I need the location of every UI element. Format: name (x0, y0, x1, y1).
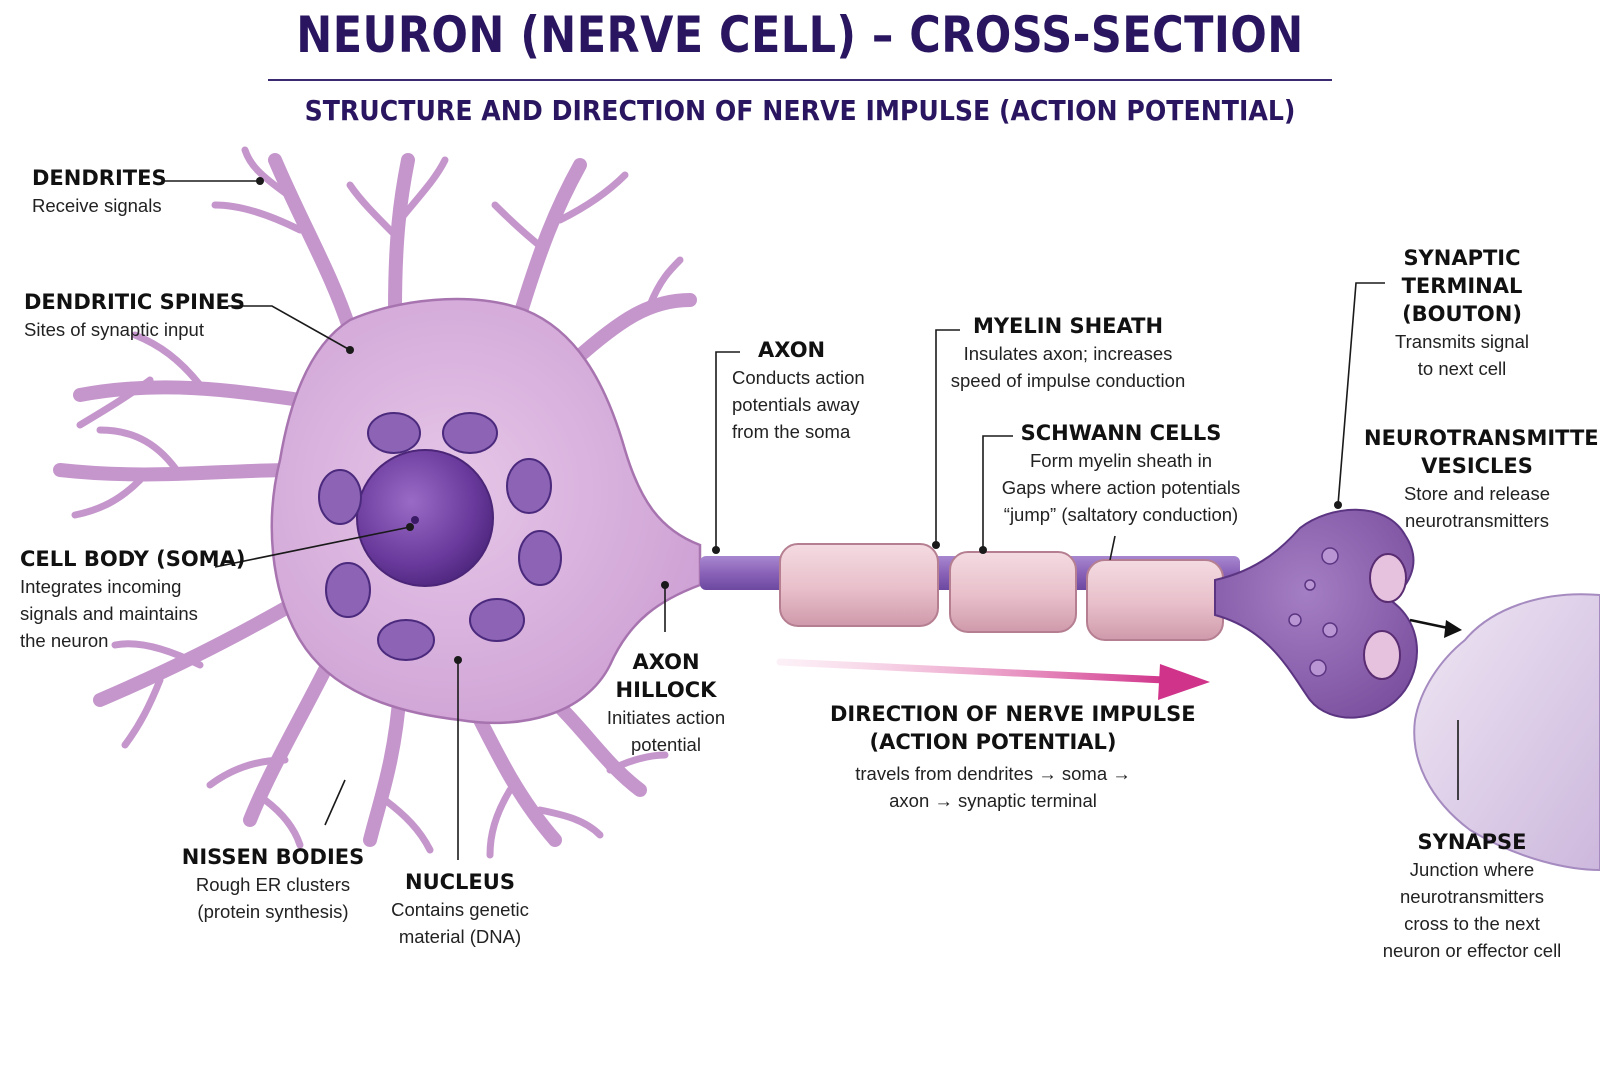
dendritic-spines-desc: Sites of synaptic input (24, 319, 204, 340)
schwann-cells-desc-1: Form myelin sheath in (1030, 450, 1212, 471)
synaptic-terminal-title-1: SYNAPTIC (1403, 246, 1521, 270)
axon-desc-1: Conducts action (732, 367, 865, 388)
label-schwann-cells: SCHWANN CELLS Form myelin sheath in Gaps… (996, 419, 1246, 528)
impulse-direction-title-2: (ACTION POTENTIAL) (869, 730, 1117, 754)
label-cell-body: CELL BODY (SOMA) Integrates incoming sig… (20, 545, 245, 654)
cell-body-title: CELL BODY (SOMA) (20, 547, 246, 571)
impulse-direction-arrow (776, 658, 1210, 700)
nucleus-desc-1: Contains genetic (391, 899, 529, 920)
dendritic-spines-title: DENDRITIC SPINES (24, 290, 246, 314)
myelin-sheath (779, 543, 1224, 641)
myelin-sheath-desc-2: speed of impulse conduction (950, 370, 1186, 391)
cell-body-desc-2: signals and maintains (20, 603, 198, 624)
impulse-direction-desc-1: travels from dendrites → soma → (855, 763, 1131, 784)
axon-desc-2: potentials away (732, 394, 860, 415)
synaptic-terminal-desc-1: Transmits signal (1395, 331, 1529, 352)
axon-desc-3: from the soma (732, 421, 851, 442)
label-vesicles: NEUROTRANSMITTER VESICLES Store and rele… (1364, 424, 1600, 534)
impulse-direction-desc-2: axon → synaptic terminal (889, 790, 1097, 811)
page-subtitle: STRUCTURE AND DIRECTION OF NERVE IMPULSE… (304, 94, 1296, 127)
label-dendritic-spines: DENDRITIC SPINES Sites of synaptic input (24, 288, 245, 343)
synaptic-terminal-title-3: (BOUTON) (1402, 302, 1522, 326)
impulse-direction-title-1: DIRECTION OF NERVE IMPULSE (830, 702, 1196, 726)
leader-lines (165, 180, 1459, 860)
schwann-cells-desc-2: Gaps where action potentials (1001, 477, 1241, 498)
label-dendrites: DENDRITES Receive signals (32, 164, 167, 219)
nucleus-title: NUCLEUS (405, 870, 515, 894)
vesicles-title-2: VESICLES (1421, 454, 1533, 478)
label-nissl-bodies: NISSEN BODIES Rough ER clusters (protein… (178, 843, 368, 925)
label-axon: AXON Conducts action potentials away fro… (732, 336, 865, 445)
label-nucleus: NUCLEUS Contains genetic material (DNA) (380, 868, 540, 950)
axon-hillock-desc-1: Initiates action (606, 707, 726, 728)
cell-body-desc-3: the neuron (20, 630, 109, 651)
nissl-bodies-title: NISSEN BODIES (181, 845, 365, 869)
title-divider (268, 79, 1332, 81)
label-synapse: SYNAPSE Junction where neurotransmitters… (1362, 828, 1582, 964)
schwann-cells-title: SCHWANN CELLS (1020, 421, 1222, 445)
leader-dots (256, 177, 1342, 664)
synaptic-terminal (1214, 508, 1418, 719)
nissl-bodies (318, 412, 562, 661)
synapse-desc-2: neurotransmitters (1400, 886, 1544, 907)
myelin-sheath-title: MYELIN SHEATH (972, 314, 1164, 338)
synapse-arrow (1409, 618, 1462, 638)
synapse-title: SYNAPSE (1417, 830, 1527, 854)
vesicles-title-1: NEUROTRANSMITTER (1364, 426, 1600, 450)
synapse-desc-4: neuron or effector cell (1382, 940, 1562, 961)
label-myelin-sheath: MYELIN SHEATH Insulates axon; increases … (948, 312, 1188, 394)
schwann-cells-desc-3: “jump” (saltatory conduction) (1003, 504, 1239, 525)
nucleus (356, 449, 494, 587)
nissl-bodies-desc-2: (protein synthesis) (197, 901, 349, 922)
myelin-sheath-desc-1: Insulates axon; increases (963, 343, 1173, 364)
vesicles-desc-2: neurotransmitters (1405, 510, 1549, 531)
neurotransmitter-vesicles (1288, 547, 1407, 680)
vesicles-desc-1: Store and release (1403, 483, 1551, 504)
nucleus-desc-2: material (DNA) (398, 926, 522, 947)
dendrites-desc: Receive signals (32, 195, 162, 216)
nucleolus (411, 516, 419, 524)
label-synaptic-terminal: SYNAPTIC TERMINAL (BOUTON) Transmits sig… (1372, 244, 1552, 382)
synapse-desc-1: Junction where (1409, 859, 1535, 880)
cell-body-desc-1: Integrates incoming (20, 576, 182, 597)
axon-hillock-desc-2: potential (631, 734, 701, 755)
dendrites-title: DENDRITES (32, 166, 167, 190)
postsynaptic-cell (1413, 593, 1600, 872)
label-impulse-direction: DIRECTION OF NERVE IMPULSE (ACTION POTEN… (830, 700, 1196, 814)
nissl-bodies-desc-1: Rough ER clusters (195, 874, 351, 895)
axon-title: AXON (758, 338, 826, 362)
synaptic-terminal-title-2: TERMINAL (1401, 274, 1523, 298)
label-axon-hillock: AXON HILLOCK Initiates action potential (596, 648, 736, 758)
axon-hillock-title-2: HILLOCK (615, 678, 717, 702)
page-title: NEURON (NERVE CELL) – CROSS-SECTION (296, 6, 1304, 64)
axon-hillock-title-1: AXON (632, 650, 700, 674)
synapse-desc-3: cross to the next (1404, 913, 1540, 934)
synaptic-terminal-desc-2: to next cell (1417, 358, 1507, 379)
